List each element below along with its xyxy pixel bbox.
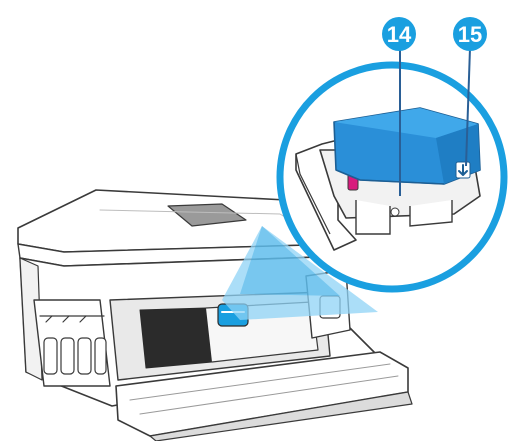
- callout-15: 15: [453, 17, 487, 51]
- callout-15-label: 15: [458, 22, 482, 47]
- ink-tank-4: [95, 338, 106, 374]
- hp-logo-icon: [391, 208, 399, 216]
- dark-print-path: [140, 308, 212, 368]
- ink-tank-2: [61, 338, 74, 374]
- zoom-circle: [280, 65, 504, 289]
- callout-14-label: 14: [387, 22, 412, 47]
- callout-14: 14: [382, 17, 416, 51]
- arrow-down-icon: [456, 162, 470, 178]
- ink-tank-1: [44, 338, 57, 374]
- ink-tank-3: [78, 338, 91, 374]
